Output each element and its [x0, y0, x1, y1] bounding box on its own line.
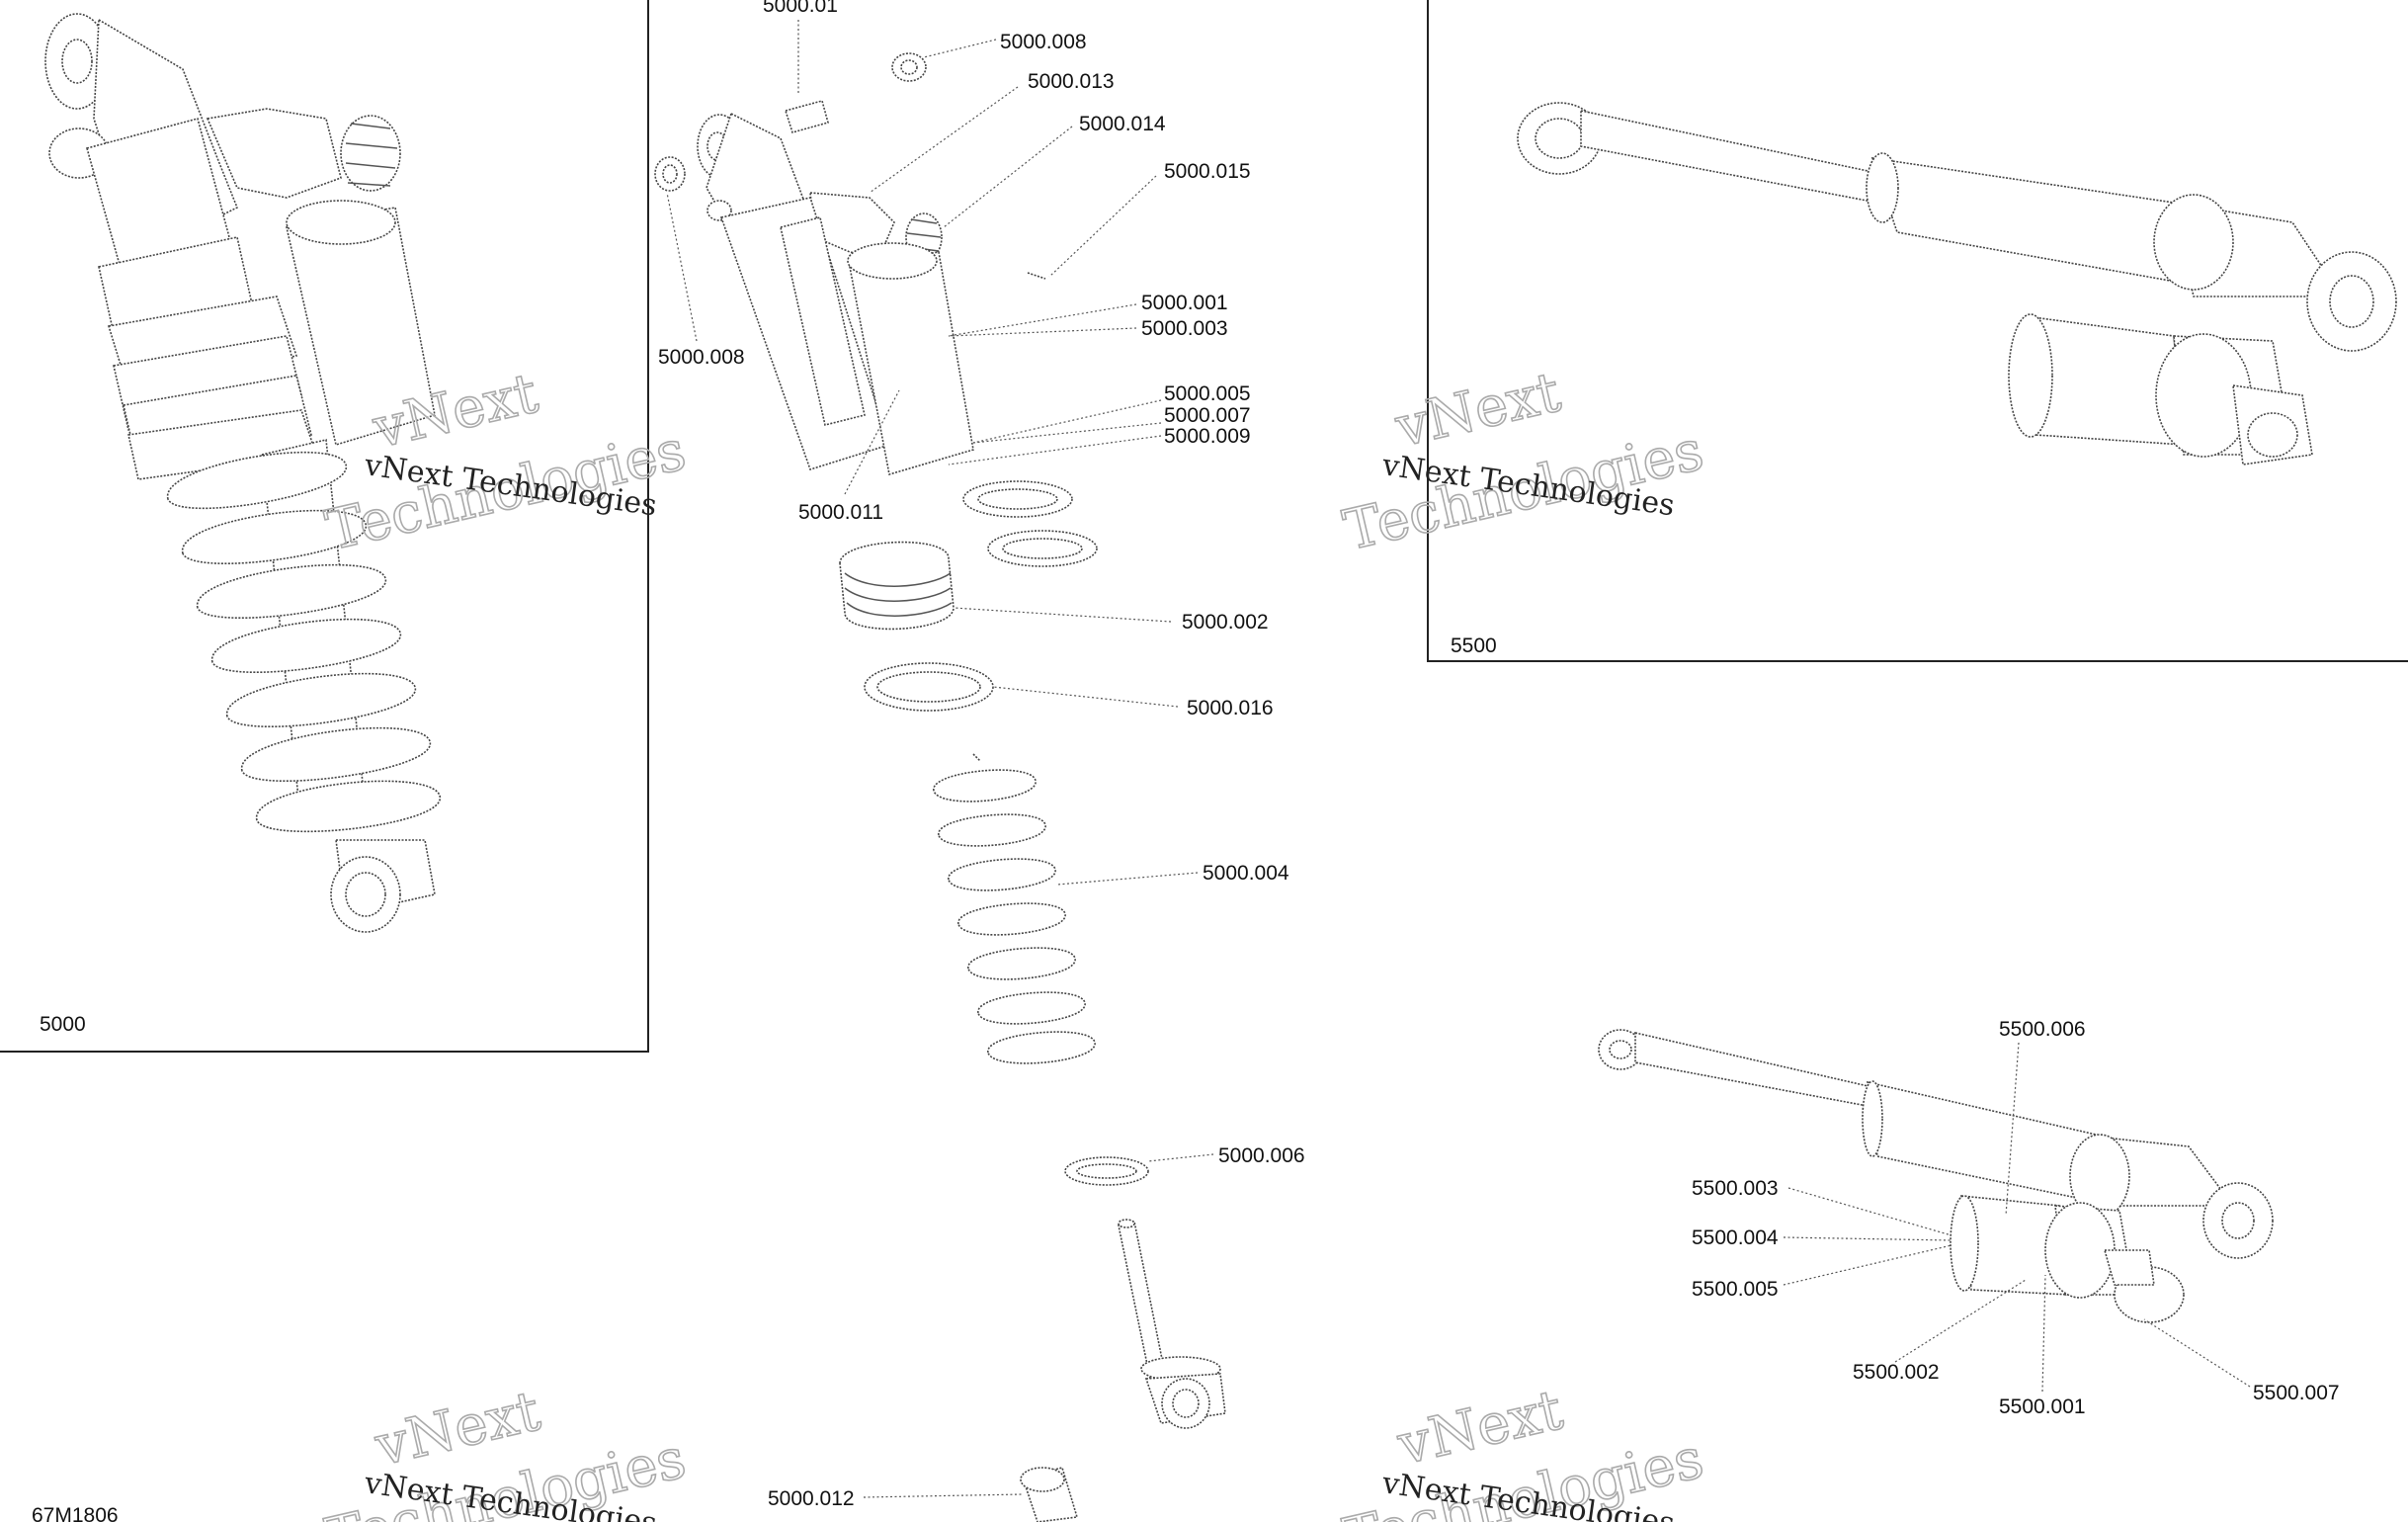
callout-5000-014: 5000.014 — [1079, 113, 1166, 135]
damper-5500-large — [1517, 102, 2397, 465]
view-frame-5500 — [1427, 0, 2408, 662]
callout-5000-011: 5000.011 — [798, 501, 883, 524]
callout-5500-005: 5500.005 — [1692, 1278, 1779, 1301]
watermarks: vNext Technologies vNext Technologies vN… — [319, 360, 1709, 1522]
callout-5500-003: 5500.003 — [1692, 1177, 1779, 1200]
callout-5000-009: 5000.009 — [1164, 425, 1251, 448]
view-frame-5000 — [0, 0, 649, 1053]
callout-5000-001: 5000.001 — [1141, 292, 1228, 314]
callout-5000-013: 5000.013 — [1028, 70, 1115, 93]
leader-lines — [666, 20, 2251, 1498]
watermark-2: vNext Technologies — [1337, 360, 1709, 564]
callout-5000-008a: 5000.008 — [1000, 31, 1087, 53]
callout-5000-012: 5000.012 — [768, 1487, 855, 1510]
view-label-5500: 5500 — [1451, 634, 1497, 657]
drawing-number: 67M1806 — [32, 1504, 119, 1522]
callout-5500-002: 5500.002 — [1853, 1361, 1940, 1384]
exploded-shock-5000 — [654, 52, 1226, 1522]
damper-5500-exploded — [1598, 1029, 2274, 1323]
callout-5000-006: 5000.006 — [1218, 1144, 1305, 1167]
svg-text:vNext: vNext — [1389, 360, 1567, 460]
callout-5000-004: 5000.004 — [1203, 862, 1289, 885]
callout-5500-006: 5500.006 — [1999, 1018, 2086, 1041]
callout-5500-001: 5500.001 — [1999, 1395, 2086, 1418]
callout-5000-002: 5000.002 — [1182, 611, 1269, 634]
callout-5000-007: 5000.007 — [1164, 404, 1251, 427]
assembled-shock-5000 — [44, 13, 441, 933]
callout-labels: 5000.01 5000.008 5000.013 5000.014 5000.… — [32, 0, 2340, 1522]
callout-5000-016: 5000.016 — [1187, 697, 1274, 719]
callout-5500-007: 5500.007 — [2253, 1382, 2340, 1404]
callout-5000-005: 5000.005 — [1164, 382, 1251, 405]
callout-5000-003: 5000.003 — [1141, 317, 1228, 340]
callout-5000-008b: 5000.008 — [658, 346, 745, 369]
callout-5500-004: 5500.004 — [1692, 1226, 1779, 1249]
callout-5000-01: 5000.01 — [763, 0, 838, 17]
view-label-5000: 5000 — [40, 1013, 86, 1036]
callout-5000-015: 5000.015 — [1164, 160, 1251, 183]
